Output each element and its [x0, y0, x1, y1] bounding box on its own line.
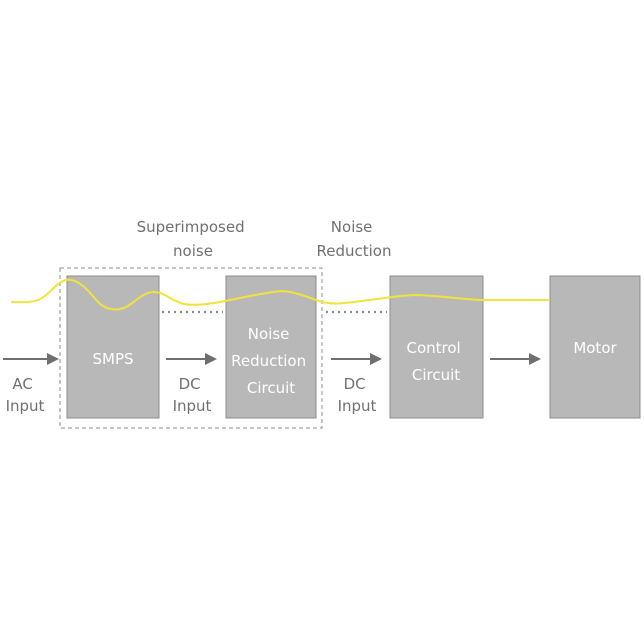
motor-arrow — [490, 353, 541, 365]
dc-input-arrow-2 — [331, 353, 382, 365]
motor-block — [549, 275, 641, 419]
motor-label: Motor — [573, 339, 617, 357]
smps-block — [66, 275, 160, 419]
noise-reduction-circuit-label: Noise Reduction Circuit — [231, 325, 311, 397]
noise-waveform — [11, 278, 549, 311]
noise-region-frame — [59, 267, 323, 429]
dc-input-label-1: DC Input — [173, 375, 212, 415]
smps-label: SMPS — [92, 350, 133, 368]
noise-reduction-label: Noise Reduction — [317, 218, 392, 260]
dc-input-arrow-1 — [166, 353, 217, 365]
control-circuit-label: Control Circuit — [406, 339, 465, 384]
superimposed-noise-label: Superimposed noise — [137, 218, 250, 260]
ac-input-arrow — [3, 353, 59, 365]
ac-input-label: AC Input — [6, 375, 45, 415]
noise-reduction-circuit-block — [225, 275, 317, 419]
dc-input-label-2: DC Input — [338, 375, 377, 415]
